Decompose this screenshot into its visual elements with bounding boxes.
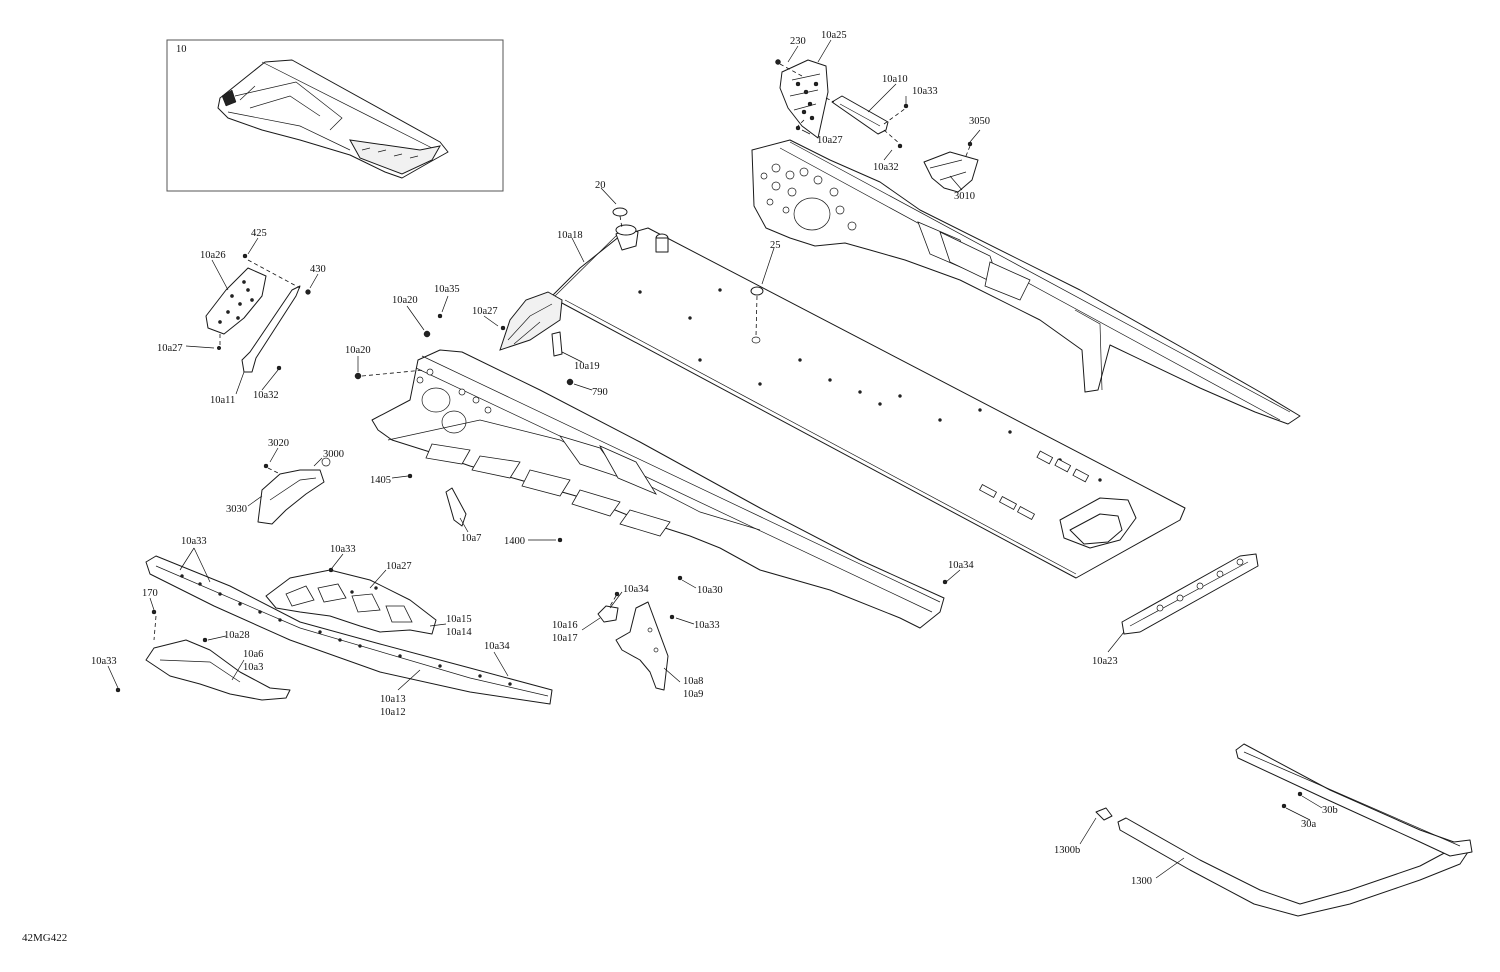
callout-3020: 3020 (268, 438, 289, 449)
tunnel-floor-panel (499, 207, 1186, 579)
callout-30b: 30b (1322, 805, 1338, 816)
front-rail-10a13 (145, 555, 553, 705)
inset-label: 10 (176, 44, 187, 55)
callout-790: 790 (592, 387, 608, 398)
callout-10a11: 10a11 (210, 395, 235, 406)
callout-20: 20 (595, 180, 606, 191)
callout-10a3: 10a3 (243, 662, 263, 673)
callout-10a28: 10a28 (224, 630, 250, 641)
callout-10a34-right: 10a34 (948, 560, 974, 571)
inset-overview: 10 (166, 39, 504, 192)
fasteners (354, 313, 948, 585)
callout-170: 170 (142, 588, 158, 599)
right-frame-side (751, 139, 1301, 425)
callout-10a27-mid: 10a27 (472, 306, 498, 317)
plate-10a8 (615, 601, 675, 691)
callout-430: 430 (310, 264, 326, 275)
callout-10a18: 10a18 (557, 230, 583, 241)
callout-10a27-top: 10a27 (817, 135, 843, 146)
skid-plate-10a6 (115, 609, 291, 701)
callout-30a: 30a (1301, 819, 1317, 830)
callout-10a14: 10a14 (446, 627, 472, 638)
bracket-10a25 (775, 59, 829, 139)
callout-10a23: 10a23 (1092, 656, 1118, 667)
callout-10a34-block: 10a34 (623, 584, 649, 595)
callout-10a32-left: 10a32 (253, 390, 279, 401)
callout-10a19: 10a19 (574, 361, 600, 372)
callout-10a13: 10a13 (380, 694, 406, 705)
callout-10a10: 10a10 (882, 74, 908, 85)
leader-lines (107, 39, 1323, 879)
callout-1300: 1300 (1131, 876, 1152, 887)
callout-10a32-top: 10a32 (873, 162, 899, 173)
part-10a7 (445, 487, 467, 527)
callout-10a8: 10a8 (683, 676, 703, 687)
callout-230: 230 (790, 36, 806, 47)
callout-10a17: 10a17 (552, 633, 578, 644)
callout-10a30: 10a30 (697, 585, 723, 596)
inset-assembly-drawing (217, 59, 449, 179)
callout-3010: 3010 (954, 191, 975, 202)
callout-25: 25 (770, 240, 781, 251)
callout-10a33-plate: 10a33 (694, 620, 720, 631)
bracket-3010 (923, 141, 979, 193)
callout-10a6: 10a6 (243, 649, 263, 660)
callout-1405: 1405 (370, 475, 391, 486)
callout-10a33-bracket: 10a33 (330, 544, 356, 555)
callout-425: 425 (251, 228, 267, 239)
callout-3000: 3000 (323, 449, 344, 460)
callout-10a26: 10a26 (200, 250, 226, 261)
callout-10a15: 10a15 (446, 614, 472, 625)
callout-10a33-left: 10a33 (91, 656, 117, 667)
block-10a16 (597, 591, 620, 623)
callout-10a34-mid: 10a34 (484, 641, 510, 652)
callout-10a33-top: 10a33 (912, 86, 938, 97)
callout-10a16: 10a16 (552, 620, 578, 631)
left-frame-side (371, 349, 945, 629)
callout-3050: 3050 (969, 116, 990, 127)
bracket-10a23 (1121, 553, 1259, 635)
callout-labels: 230 10a25 10a10 10a33 10a27 10a32 3050 3… (91, 30, 1338, 887)
callout-10a33-rail: 10a33 (181, 536, 207, 547)
callout-10a20-a: 10a20 (392, 295, 418, 306)
callout-10a35: 10a35 (434, 284, 460, 295)
callout-10a12: 10a12 (380, 707, 406, 718)
callout-3030: 3030 (226, 504, 247, 515)
callout-10a7: 10a7 (461, 533, 481, 544)
callout-10a20-b: 10a20 (345, 345, 371, 356)
callout-10a27-bracket: 10a27 (386, 561, 412, 572)
document-code: 42MG422 (22, 932, 68, 944)
front-bracket-10a26 (205, 253, 311, 373)
bracket-10a15 (265, 567, 437, 635)
callout-1300b: 1300b (1054, 845, 1080, 856)
bracket-3000 (257, 457, 331, 525)
callout-10a27-left: 10a27 (157, 343, 183, 354)
callout-1400: 1400 (504, 536, 525, 547)
callout-10a9: 10a9 (683, 689, 703, 700)
strap-10a10 (795, 95, 909, 149)
callout-10a25: 10a25 (821, 30, 847, 41)
rear-bumper-1300 (1095, 743, 1473, 917)
